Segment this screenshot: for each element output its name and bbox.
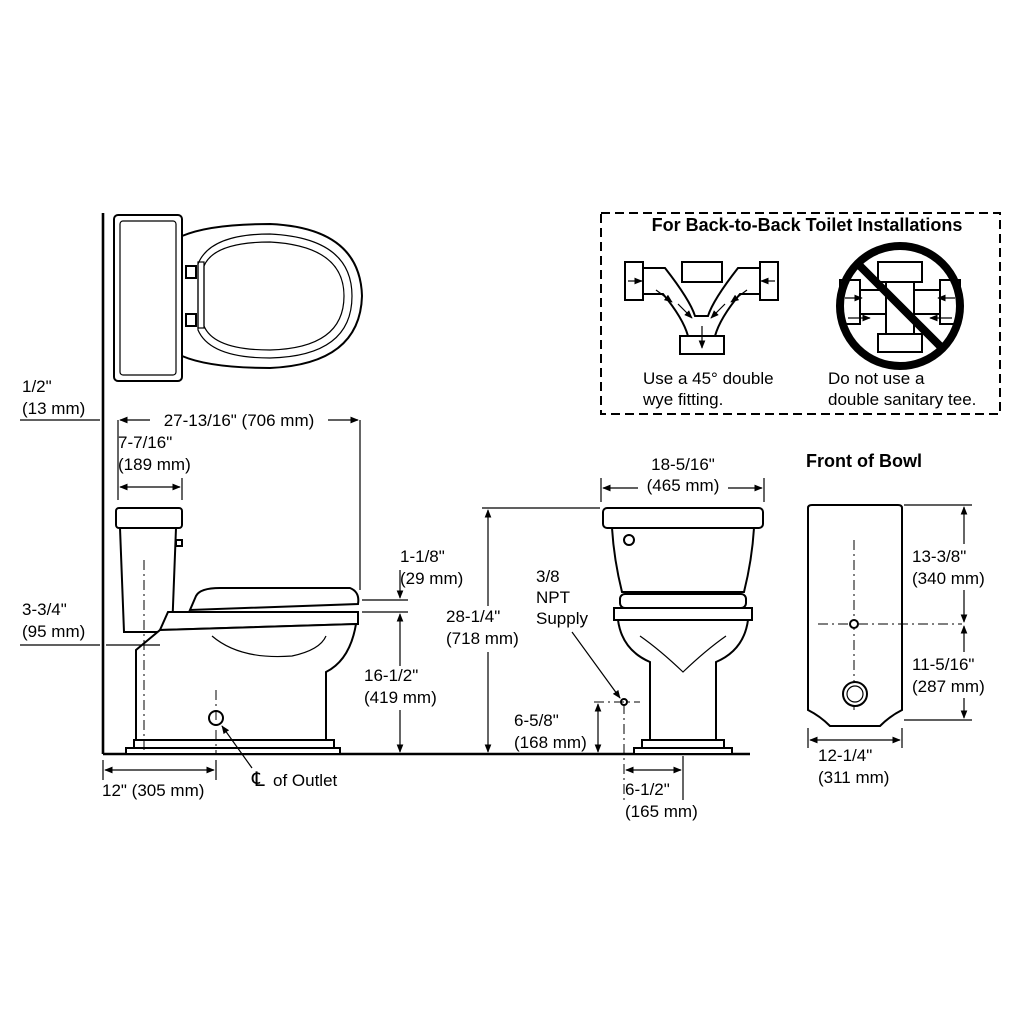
bowl-upper-mm-label: (340 mm) [912,569,985,588]
supply-height-in-label: 6-5/8" [514,711,559,730]
front-width-in-label: 18-5/16" [651,455,715,474]
prohibited-sanitary-tee-icon [836,242,964,370]
supply-label-line2: NPT [536,588,570,607]
tank-depth-in-label: 7-7/16" [118,433,172,452]
supply-label-line1: 3/8 [536,567,560,586]
rough-in-label: 12" (305 mm) [102,781,204,800]
supply-offset-mm-label: (165 mm) [625,802,698,821]
rim-height-in-label: 16-1/2" [364,666,418,685]
toilet-front-profile [602,507,764,755]
wye-caption-line1: Use a 45° double [643,369,774,388]
front-of-bowl-view: Front of Bowl 13-3/8" (340 mm) 11-5/16" … [806,451,1004,787]
front-view: 18-5/16" (465 mm) 28-1/4" (718 mm) 3/8 N… [444,455,765,821]
bowl-upper-in-label: 13-3/8" [912,547,966,566]
bowl-lower-mm-label: (287 mm) [912,677,985,696]
wall-offset-mm-label: (13 mm) [22,399,85,418]
supply-height-mm-label: (168 mm) [514,733,587,752]
front-height-in-label: 28-1/4" [446,607,500,626]
front-width-mm-label: (465 mm) [647,476,720,495]
supply-label-line3: Supply [536,609,588,628]
rim-height-mm-label: (419 mm) [364,688,437,707]
bowl-lower-in-label: 11-5/16" [912,655,974,674]
front-of-bowl-title: Front of Bowl [806,451,922,471]
seat-step-in-label: 1-1/8" [400,547,445,566]
tank-base-mm-label: (95 mm) [22,622,85,641]
centerline-symbol: ℄ [251,769,265,791]
bowl-width-in-label: 12-1/4" [818,746,872,765]
back-to-back-title: For Back-to-Back Toilet Installations [652,215,963,235]
tee-caption-line2: double sanitary tee. [828,390,976,409]
front-height-mm-label: (718 mm) [446,629,519,648]
overall-depth-label: 27-13/16" (706 mm) [164,411,315,430]
dashed-frame [600,212,1001,415]
tank-base-in-label: 3-3/4" [22,600,67,619]
wall-offset-in-label: 1/2" [22,377,52,396]
seat-step-mm-label: (29 mm) [400,569,463,588]
toilet-side-profile [115,507,360,755]
wye-fitting-icon [624,261,779,355]
tank-depth-mm-label: (189 mm) [118,455,191,474]
supply-offset-in-label: 6-1/2" [625,780,670,799]
tee-caption-line1: Do not use a [828,369,925,388]
wye-caption-line2: wye fitting. [642,390,723,409]
back-to-back-panel: For Back-to-Back Toilet Installations Us… [600,212,1001,415]
plan-view-icon [113,214,364,382]
bowl-width-mm-label: (311 mm) [818,768,889,787]
outlet-label: of Outlet [273,771,338,790]
side-view: 1/2" (13 mm) 27-13/16" (706 mm) 7-7/16" … [20,213,750,800]
